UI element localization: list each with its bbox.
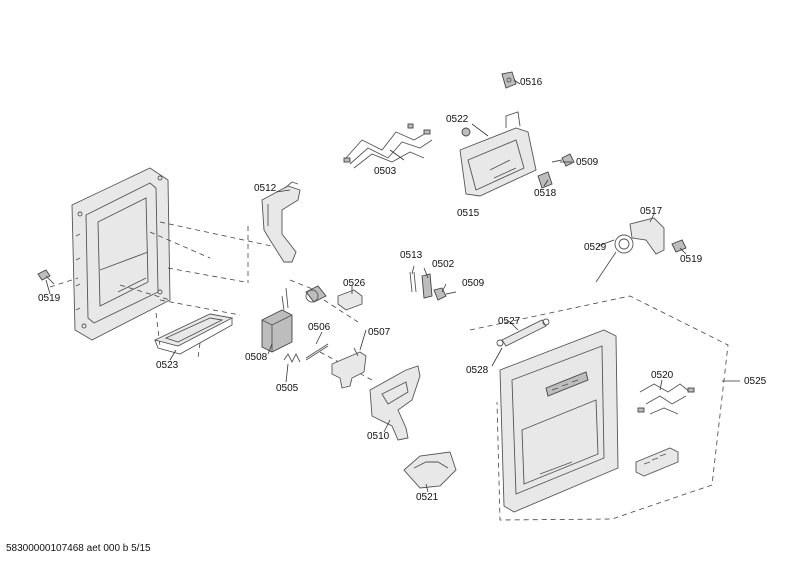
label-0519-left: 0519	[38, 293, 61, 304]
paddle-0510	[369, 365, 421, 441]
switch-block-0508	[261, 287, 293, 353]
part-labels: 0516 0522 0509 0503 0518 0512 0515 0517 …	[38, 77, 767, 503]
label-0518: 0518	[534, 188, 557, 199]
label-0517: 0517	[640, 206, 663, 217]
label-0521: 0521	[416, 492, 439, 503]
bracket-0512	[261, 181, 301, 263]
label-0505: 0505	[276, 383, 299, 394]
dispenser-front-panel-0525	[499, 329, 619, 513]
screw-0519-left	[37, 269, 55, 285]
screws-0509-0518-top	[537, 153, 575, 189]
tubes-0527-0528	[496, 318, 550, 347]
wire-harness-0503	[343, 123, 433, 169]
lever-0507	[331, 347, 367, 389]
harness-0520	[635, 383, 695, 477]
funnel-0521	[403, 451, 457, 489]
label-0510: 0510	[367, 431, 390, 442]
label-0513: 0513	[400, 250, 423, 261]
label-0509-top: 0509	[576, 157, 599, 168]
dispenser-housing-frame	[71, 167, 171, 341]
label-0503: 0503	[374, 166, 397, 177]
parts-0517-0529-0519	[595, 217, 687, 283]
control-housing-0515	[459, 111, 537, 197]
document-footer-id: 58300000107468 aet 000 b 5/15	[6, 543, 151, 554]
label-0515: 0515	[457, 208, 480, 219]
label-0506: 0506	[308, 322, 331, 333]
label-0507: 0507	[368, 327, 391, 338]
label-0522: 0522	[446, 114, 469, 125]
label-0529: 0529	[584, 242, 607, 253]
label-0512: 0512	[254, 183, 277, 194]
label-0519-right: 0519	[680, 254, 703, 265]
label-0525: 0525	[744, 376, 767, 387]
leader-lines	[45, 79, 740, 493]
drip-tray-0523	[153, 313, 234, 355]
label-0526: 0526	[343, 278, 366, 289]
parts-0513-0502-0509	[409, 271, 457, 301]
label-0520: 0520	[651, 370, 674, 381]
label-0516: 0516	[520, 77, 543, 88]
label-0523: 0523	[156, 360, 179, 371]
label-0508: 0508	[245, 352, 268, 363]
assembly-dash-lines	[49, 221, 729, 521]
label-0528: 0528	[466, 365, 489, 376]
label-0509-mid: 0509	[462, 278, 485, 289]
label-0527: 0527	[498, 316, 521, 327]
label-0502: 0502	[432, 259, 455, 270]
motor-0526-area	[305, 285, 363, 311]
clip-0516	[501, 71, 517, 89]
spring-and-pin-0505-0506	[283, 343, 329, 364]
